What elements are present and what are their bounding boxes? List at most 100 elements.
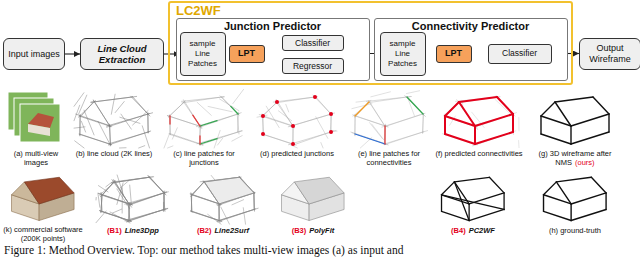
sketch-line [142,126,149,148]
sketch-line [503,193,504,210]
sketch-line [316,97,331,114]
sketch-line [107,113,153,126]
sketch-line [208,106,232,111]
sketch-line [288,131,336,145]
sketch-line [384,126,385,144]
panel-caption: (d) predicted junctions [252,149,342,158]
classifier-box: Classifier [488,44,552,64]
panel-caption: (b) line cloud (2K lines) [69,149,159,158]
sketch-line [355,102,369,118]
sketch-face [24,177,74,204]
sketch-line [512,112,513,134]
illustration-panel [541,97,609,144]
sketch-line [100,181,115,197]
connector-arrow [65,53,80,54]
sketch-line [571,209,606,220]
sketch-line [352,104,372,109]
sketch-line [204,182,219,204]
box-label: Line Cloud Extraction [81,43,163,66]
sketch-line [112,177,153,182]
box-heading: LC2WF [170,3,571,18]
sketch-line [541,116,571,126]
sample-box: sample Line Patches [180,32,226,76]
sketch-line [442,134,476,145]
sketch-line [473,131,516,146]
sketch-line [169,116,170,124]
sketch-line [512,114,514,132]
sketch-line [149,177,165,194]
sketch-line [253,192,255,210]
sketch-line [120,181,129,188]
box-label: Classifier [500,48,539,59]
sketch-line [475,132,513,144]
box-label: Regressor [291,61,334,72]
sketch-line [193,115,200,126]
caption-text: (B4) [451,226,466,235]
junction-dot [313,95,317,99]
sketch-line [474,126,476,144]
junction-dot [261,114,265,118]
figure-caption: Figure 1: Method Overview. Top: our meth… [4,244,403,257]
caption-text: (e) line patches for connectivities [358,149,420,167]
predictor-box: Junction Predictorsample Line PatchesLPT… [176,18,370,81]
sketch-line [457,100,478,130]
sketch-line [286,104,289,112]
sketch-line [570,126,571,144]
sketch-line [608,114,609,132]
sketch-line [101,211,132,221]
sketch-line [167,116,202,127]
box-heading: Junction Predictor [177,19,369,33]
illustration-panel [351,91,428,148]
sketch-line [149,176,164,193]
sketch-line [163,191,165,211]
caption-text: (a) multi-view images [14,149,59,167]
sketch-line [273,97,317,102]
sketch-line [366,97,411,102]
sketch-line [199,136,200,144]
sketch-line [405,96,424,115]
sketch-line [112,180,132,208]
sketch-line [109,125,110,146]
sketch-line [192,182,205,195]
junction-dot [291,124,295,128]
sketch-line [80,134,112,145]
sketch-line [182,97,224,103]
sketch-line [253,192,255,211]
sketch-line [518,141,519,148]
sketch-line [127,209,168,221]
sketch-line [473,132,513,146]
sketch-line [131,96,150,116]
sketch-line [454,182,469,221]
sketch-line [472,114,514,126]
sketch-line [406,91,419,94]
illustration-panel [164,89,244,148]
panel-caption: (B1)Line3Dpp [88,226,178,235]
sketch-line [422,114,423,133]
sketch-line [407,97,423,114]
image-thumb [20,104,60,142]
panel-caption: (c) line patches for junctions [159,149,249,167]
sketch-line [316,117,328,139]
junction-dot [275,100,279,104]
caption-text: (b) line cloud (2K lines) [76,149,153,158]
sketch-line [237,113,239,134]
sketch-line [543,195,544,212]
caption-text: Line3Dpp [125,226,159,235]
sketch-line [197,102,211,115]
sketch-line [125,192,169,204]
sketch-face [204,177,254,204]
caption-text: (f) predicted connectivities [435,149,522,158]
sketch-line [605,193,606,210]
sketch-line [221,207,230,224]
sketch-line [233,89,244,103]
regressor-box: Regressor [282,58,344,75]
sketch-line [75,141,84,148]
box-label: sample Line Patches [181,39,225,69]
sketch-line [139,146,145,148]
sketch-line [540,116,541,134]
sketch-line [474,125,475,145]
sketch-line [81,102,94,117]
sketch-line [220,96,239,115]
sketch-line [117,175,123,196]
